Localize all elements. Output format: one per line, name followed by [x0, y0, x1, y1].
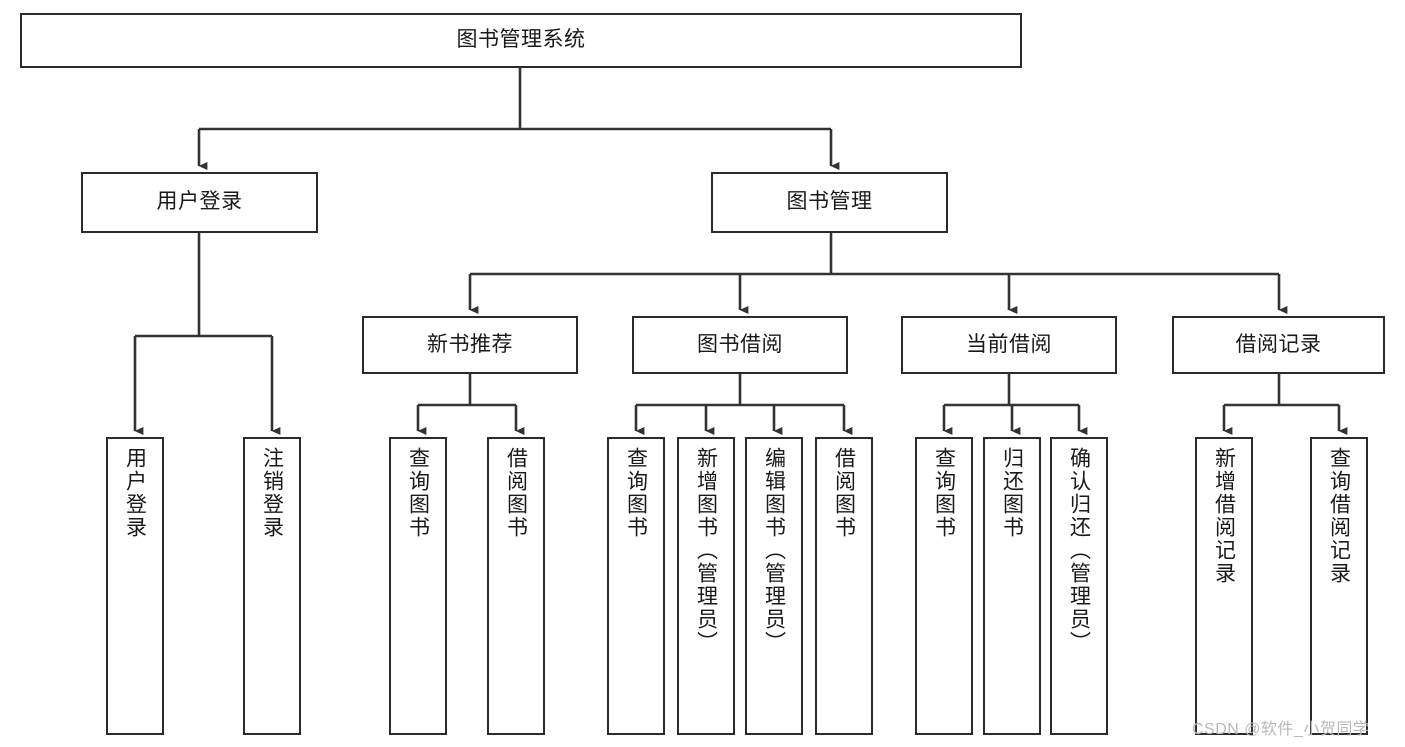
- csdn-watermark: CSDN @软件_小贺同学: [1192, 721, 1370, 738]
- node-user-login-label: 用户登录: [156, 190, 243, 214]
- node-leaf-user-logout-label: 注销登录: [260, 447, 284, 539]
- node-book-management[interactable]: 图书管理: [711, 172, 948, 233]
- node-borrow-record[interactable]: 借阅记录: [1172, 316, 1385, 374]
- node-leaf-confirm-return[interactable]: 确认归还（管理员）: [1050, 437, 1108, 735]
- node-leaf-query-book-borrow-label: 查询图书: [624, 447, 648, 539]
- node-current-borrow[interactable]: 当前借阅: [901, 316, 1117, 374]
- node-leaf-confirm-return-label: 确认归还（管理员）: [1067, 447, 1091, 654]
- node-leaf-query-book-recommend-label: 查询图书: [406, 447, 430, 539]
- node-root[interactable]: 图书管理系统: [20, 13, 1022, 68]
- node-leaf-add-borrow-record-label: 新增借阅记录: [1212, 447, 1236, 585]
- node-book-borrow-label: 图书借阅: [697, 332, 783, 356]
- node-leaf-borrow-book-recommend-label: 借阅图书: [504, 447, 528, 539]
- node-leaf-add-book[interactable]: 新增图书（管理员）: [677, 437, 735, 735]
- node-leaf-borrow-book-recommend[interactable]: 借阅图书: [487, 437, 545, 735]
- edge-group-root: [133, 68, 1348, 435]
- node-current-borrow-label: 当前借阅: [966, 332, 1052, 356]
- node-borrow-record-label: 借阅记录: [1235, 332, 1322, 356]
- node-leaf-borrow-book-label: 借阅图书: [832, 447, 856, 539]
- node-leaf-user-login-label: 用户登录: [123, 447, 147, 539]
- node-leaf-borrow-book[interactable]: 借阅图书: [815, 437, 873, 735]
- node-leaf-query-book-recommend[interactable]: 查询图书: [389, 437, 447, 735]
- node-root-label: 图书管理系统: [456, 28, 586, 52]
- node-leaf-add-borrow-record[interactable]: 新增借阅记录: [1195, 437, 1253, 735]
- node-book-management-label: 图书管理: [786, 190, 873, 214]
- node-new-book-recommend-label: 新书推荐: [427, 332, 513, 356]
- node-leaf-query-borrow-record[interactable]: 查询借阅记录: [1310, 437, 1368, 735]
- node-leaf-add-book-label: 新增图书（管理员）: [694, 447, 718, 654]
- node-leaf-query-book-current[interactable]: 查询图书: [915, 437, 973, 735]
- node-leaf-query-book-borrow[interactable]: 查询图书: [607, 437, 665, 735]
- node-leaf-user-logout[interactable]: 注销登录: [243, 437, 301, 735]
- node-leaf-edit-book[interactable]: 编辑图书（管理员）: [745, 437, 803, 735]
- node-user-login[interactable]: 用户登录: [81, 172, 318, 233]
- node-leaf-query-book-current-label: 查询图书: [932, 447, 956, 539]
- node-book-borrow[interactable]: 图书借阅: [632, 316, 848, 374]
- node-leaf-user-login[interactable]: 用户登录: [106, 437, 164, 735]
- node-leaf-return-book-label: 归还图书: [1000, 447, 1024, 539]
- node-leaf-query-borrow-record-label: 查询借阅记录: [1327, 447, 1351, 585]
- node-leaf-return-book[interactable]: 归还图书: [983, 437, 1041, 735]
- node-new-book-recommend[interactable]: 新书推荐: [362, 316, 578, 374]
- node-leaf-edit-book-label: 编辑图书（管理员）: [762, 447, 786, 654]
